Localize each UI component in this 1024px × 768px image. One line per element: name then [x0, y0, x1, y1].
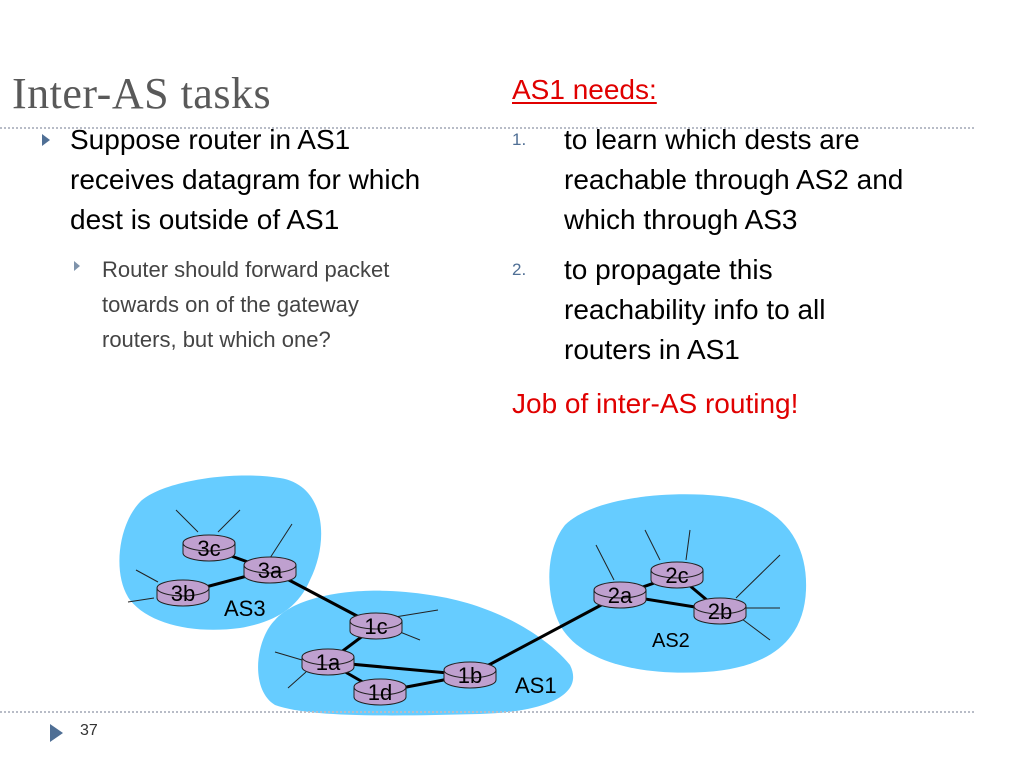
router-label: 1c: [364, 614, 387, 639]
router-3c: 3c: [182, 534, 236, 562]
router-label: 3a: [258, 558, 283, 583]
as1-label: AS1: [515, 673, 557, 698]
conclusion-text: Job of inter-AS routing!: [512, 388, 799, 419]
router-1d: 1d: [353, 678, 407, 706]
sub-bullet: Router should forward packet towards on …: [74, 252, 442, 357]
router-3b: 3b: [156, 579, 210, 607]
sub-bullet-arrow-icon: [74, 261, 80, 271]
needs-item-number: 1.: [512, 130, 527, 149]
footer-divider: [0, 711, 974, 713]
router-1b: 1b: [443, 661, 497, 689]
needs-list: 1. to learn which dests are reachable th…: [512, 120, 932, 380]
needs-item: 2. to propagate this reachability info t…: [512, 250, 932, 370]
main-bullet-text: Suppose router in AS1 receives datagram …: [70, 124, 421, 235]
sub-bullet-text: Router should forward packet towards on …: [102, 257, 390, 352]
as1-cloud: [258, 590, 574, 716]
needs-item-number: 2.: [512, 260, 527, 279]
router-label: 2b: [708, 599, 732, 624]
router-label: 1d: [368, 680, 392, 705]
main-bullet: Suppose router in AS1 receives datagram …: [42, 120, 442, 240]
bullet-arrow-icon: [42, 134, 50, 146]
as3-label: AS3: [224, 596, 266, 621]
needs-item-text: to propagate this reachability info to a…: [564, 254, 826, 365]
router-label: 1b: [458, 663, 482, 688]
router-1a: 1a: [301, 648, 355, 676]
footer-arrow-icon: [50, 724, 63, 742]
needs-item: 1. to learn which dests are reachable th…: [512, 120, 932, 240]
router-2b: 2b: [693, 597, 747, 625]
title-divider: [0, 127, 974, 129]
as2-label: AS2: [652, 630, 690, 652]
needs-heading: AS1 needs:: [512, 74, 657, 105]
left-column: Suppose router in AS1 receives datagram …: [42, 120, 442, 357]
slide-title: Inter-AS tasks: [12, 69, 272, 118]
needs-item-text: to learn which dests are reachable throu…: [564, 124, 904, 235]
router-label: 2a: [608, 583, 633, 608]
router-1c: 1c: [349, 612, 403, 640]
router-2a: 2a: [593, 581, 647, 609]
page-number: 37: [80, 722, 98, 739]
router-2c: 2c: [650, 561, 704, 589]
router-3a: 3a: [243, 556, 297, 584]
router-label: 3b: [171, 581, 195, 606]
router-label: 2c: [665, 563, 688, 588]
router-label: 3c: [197, 536, 220, 561]
router-label: 1a: [316, 650, 341, 675]
